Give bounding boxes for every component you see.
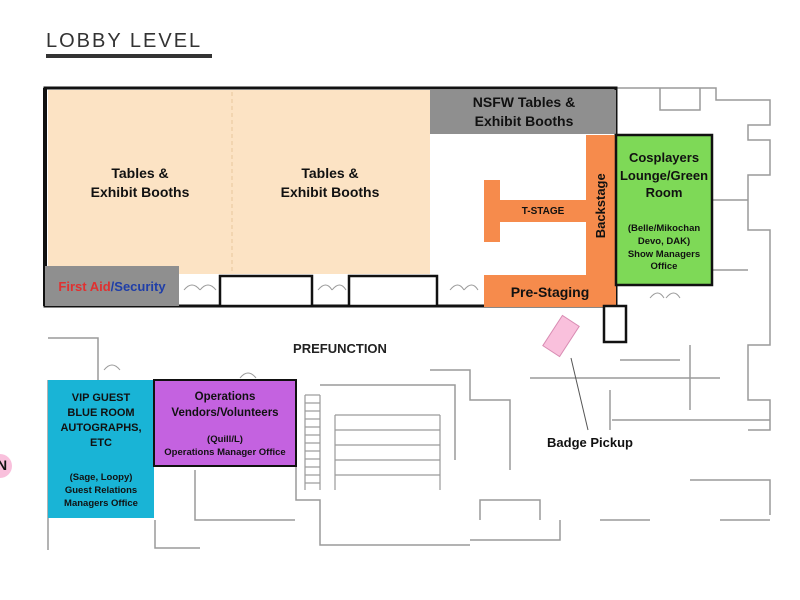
badge-pickup-pointer xyxy=(570,357,589,431)
title-underline xyxy=(46,54,212,58)
cosplay-area-fill xyxy=(614,133,714,287)
operations-sub-label: (Quill/L) Operations Manager Office xyxy=(164,434,286,458)
vip-room-fill xyxy=(48,380,154,518)
exhibit-left-label: Tables & Exhibit Booths xyxy=(90,165,190,200)
pre-staging-label: Pre-Staging xyxy=(510,284,590,300)
edge-marker-label: N xyxy=(0,457,8,473)
badge-pickup-label: Badge Pickup xyxy=(547,435,633,450)
badge-pickup-booth xyxy=(542,314,580,358)
nsfw-area-fill xyxy=(430,90,616,134)
vip-sub-label: (Sage, Loopy) Guest Relations Managers O… xyxy=(64,472,138,509)
nsfw-label: NSFW Tables & Exhibit Booths xyxy=(472,94,576,129)
vip-label: VIP GUEST BLUE ROOM AUTOGRAPHS, ETC xyxy=(60,392,142,449)
operations-label: Operations Vendors/Volunteers xyxy=(171,391,279,419)
prefunction-label: PREFUNCTION xyxy=(293,341,387,356)
backstage-fill xyxy=(586,135,616,275)
operations-room-fill xyxy=(153,379,297,467)
exhibit-area-fill xyxy=(48,90,430,274)
t-stage-label: T-STAGE xyxy=(521,206,565,217)
map-title: LOBBY LEVEL xyxy=(46,30,203,52)
cosplay-sub-label: (Belle/Mikochan Devo, DAK) Show Managers… xyxy=(627,223,701,273)
pre-staging-fill xyxy=(484,275,616,307)
hall-door-openings xyxy=(218,274,628,344)
door-swings xyxy=(103,284,681,379)
first-aid-area-fill xyxy=(45,266,179,306)
edge-marker-circle xyxy=(0,454,12,478)
first-aid-security-label: First Aid/Security xyxy=(58,279,166,294)
stairs xyxy=(304,394,441,490)
backstage-label: Backstage xyxy=(593,173,609,239)
exhibit-right-label: Tables & Exhibit Booths xyxy=(280,165,380,200)
cosplay-label: Cosplayers Lounge/Green Room xyxy=(619,150,709,201)
t-stage-fill xyxy=(484,180,586,242)
